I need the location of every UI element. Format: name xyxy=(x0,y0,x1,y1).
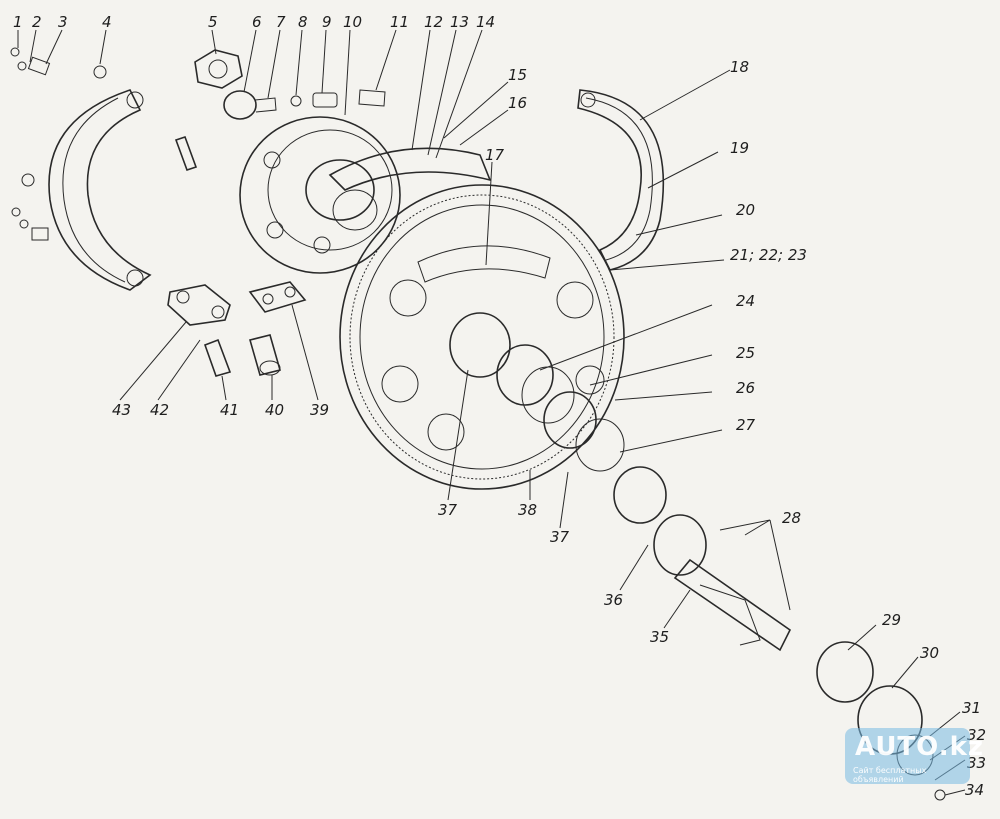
callout-29: 29 xyxy=(882,611,901,629)
callout-8: 8 xyxy=(298,13,308,31)
callout-3: 3 xyxy=(58,13,68,31)
callout-28: 28 xyxy=(782,509,801,527)
nut-and-bushings xyxy=(194,49,386,120)
callout-43: 43 xyxy=(112,401,131,419)
callout-33: 33 xyxy=(967,754,986,772)
callout-21-22-23: 21; 22; 23 xyxy=(730,246,807,264)
watermark-badge: AUTO.kz Сайт бесплатных объявлений xyxy=(845,728,983,784)
callout-20: 20 xyxy=(736,201,755,219)
callout-10: 10 xyxy=(343,13,362,31)
callout-24: 24 xyxy=(736,292,755,310)
callout-30: 30 xyxy=(920,644,939,662)
callout-39: 39 xyxy=(310,401,329,419)
callout-4: 4 xyxy=(102,13,112,31)
callout-41: 41 xyxy=(220,401,239,419)
callout-15: 15 xyxy=(508,66,527,84)
watermark-brand: AUTO.kz xyxy=(855,732,985,762)
small-bolts-top-left xyxy=(10,47,107,79)
callout-37-lower: 37 xyxy=(550,528,570,546)
callout-17: 17 xyxy=(485,146,505,164)
callout-40: 40 xyxy=(265,401,284,419)
callout-2: 2 xyxy=(32,13,42,31)
callout-13: 13 xyxy=(450,13,469,31)
shoe-segment xyxy=(328,147,492,191)
callout-37-left: 37 xyxy=(438,501,458,519)
right-brake-shoe xyxy=(577,89,664,271)
callout-36: 36 xyxy=(604,591,623,609)
callout-31: 31 xyxy=(962,699,981,717)
callout-16: 16 xyxy=(508,94,527,112)
callout-14: 14 xyxy=(476,13,495,31)
callout-19: 19 xyxy=(730,139,749,157)
callout-32: 32 xyxy=(967,726,986,744)
lower-left-parts xyxy=(167,135,307,377)
callout-11: 11 xyxy=(390,13,409,31)
callout-34: 34 xyxy=(965,781,984,799)
callout-5: 5 xyxy=(208,13,218,31)
callout-labels: 1 2 3 4 5 6 7 8 9 10 11 12 13 14 15 16 1… xyxy=(13,13,986,799)
small-bolts-left xyxy=(11,207,49,241)
callout-38: 38 xyxy=(518,501,537,519)
callout-35: 35 xyxy=(650,628,669,646)
callout-9: 9 xyxy=(322,13,332,31)
callout-12: 12 xyxy=(424,13,443,31)
callout-6: 6 xyxy=(252,13,262,31)
callout-26: 26 xyxy=(736,379,755,397)
watermark-tagline: Сайт бесплатных объявлений xyxy=(853,766,927,784)
left-brake-shoe xyxy=(21,89,152,291)
callout-1: 1 xyxy=(13,13,23,31)
shaft-assembly xyxy=(449,312,946,801)
callout-27: 27 xyxy=(736,416,756,434)
large-ring-gear xyxy=(339,184,625,490)
callout-18: 18 xyxy=(730,58,749,76)
callout-7: 7 xyxy=(276,13,286,31)
callout-42: 42 xyxy=(150,401,169,419)
callout-25: 25 xyxy=(736,344,755,362)
brake-drum xyxy=(239,116,401,274)
